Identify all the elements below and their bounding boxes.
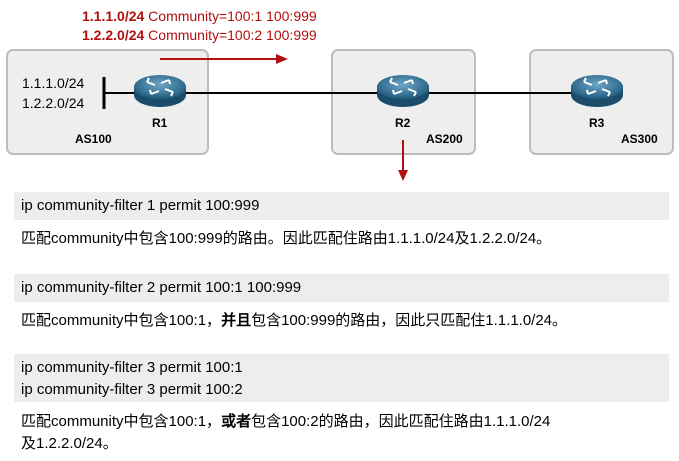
filter-2-desc-before: 匹配community中包含100:1， bbox=[21, 312, 222, 329]
advertise-arrowhead bbox=[276, 54, 288, 64]
filter-2-desc-after: 包含100:999的路由，因此只匹配住1.1.1.0/24。 bbox=[251, 312, 568, 329]
down-arrowhead bbox=[398, 170, 408, 181]
filter-3-desc-after: 包含100:2的路由，因此匹配住路由1.1.1.0/24 bbox=[251, 413, 551, 430]
router-icon-r3 bbox=[571, 75, 623, 107]
filter-2-command: ip community-filter 2 permit 100:1 100:9… bbox=[14, 274, 669, 302]
filter-3-desc-before: 匹配community中包含100:1， bbox=[21, 413, 222, 430]
as100-prefix-1: 1.1.1.0/24 bbox=[22, 75, 85, 91]
filter-1-command-line-1: ip community-filter 1 permit 100:999 bbox=[21, 197, 260, 214]
router-label-r3: R3 bbox=[589, 116, 605, 130]
route-line-2: 1.2.2.0/24 Community=100:2 100:999 bbox=[82, 25, 317, 45]
route-community-2: Community=100:2 100:999 bbox=[148, 27, 317, 43]
as100-label: AS100 bbox=[75, 132, 112, 146]
filter-3-command-line-2: ip community-filter 3 permit 100:2 bbox=[21, 381, 243, 398]
route-line-1: 1.1.1.0/24 Community=100:1 100:999 bbox=[82, 6, 317, 26]
route-community-1: Community=100:1 100:999 bbox=[148, 8, 317, 24]
filter-3-command: ip community-filter 3 permit 100:1 ip co… bbox=[14, 354, 669, 402]
filter-3-desc-line-1: 匹配community中包含100:1，或者包含100:2的路由，因此匹配住路由… bbox=[21, 411, 671, 433]
filter-3-desc-line-2: 及1.2.2.0/24。 bbox=[21, 435, 118, 452]
router-icon-r1 bbox=[134, 75, 186, 107]
router-label-r2: R2 bbox=[395, 116, 411, 130]
filter-2-desc: 匹配community中包含100:1，并且包含100:999的路由，因此只匹配… bbox=[21, 310, 671, 332]
as100-prefix-2: 1.2.2.0/24 bbox=[22, 95, 85, 111]
filter-2-desc-bold: 并且 bbox=[221, 312, 252, 329]
filter-1-desc-text: 匹配community中包含100:999的路由。因此匹配住路由1.1.1.0/… bbox=[21, 230, 552, 247]
filter-1-command: ip community-filter 1 permit 100:999 bbox=[14, 192, 669, 220]
filter-1-desc: 匹配community中包含100:999的路由。因此匹配住路由1.1.1.0/… bbox=[21, 228, 671, 250]
as200-label: AS200 bbox=[426, 132, 463, 146]
filter-3-desc-bold: 或者 bbox=[221, 413, 252, 430]
router-icon-r2 bbox=[377, 75, 429, 107]
as300-label: AS300 bbox=[621, 132, 658, 146]
route-prefix-2: 1.2.2.0/24 bbox=[82, 27, 145, 43]
filter-3-command-line-1: ip community-filter 3 permit 100:1 bbox=[21, 359, 243, 376]
filter-3-desc: 匹配community中包含100:1，或者包含100:2的路由，因此匹配住路由… bbox=[21, 411, 671, 455]
router-label-r1: R1 bbox=[152, 116, 168, 130]
filter-2-command-line-1: ip community-filter 2 permit 100:1 100:9… bbox=[21, 279, 302, 296]
route-prefix-1: 1.1.1.0/24 bbox=[82, 8, 145, 24]
